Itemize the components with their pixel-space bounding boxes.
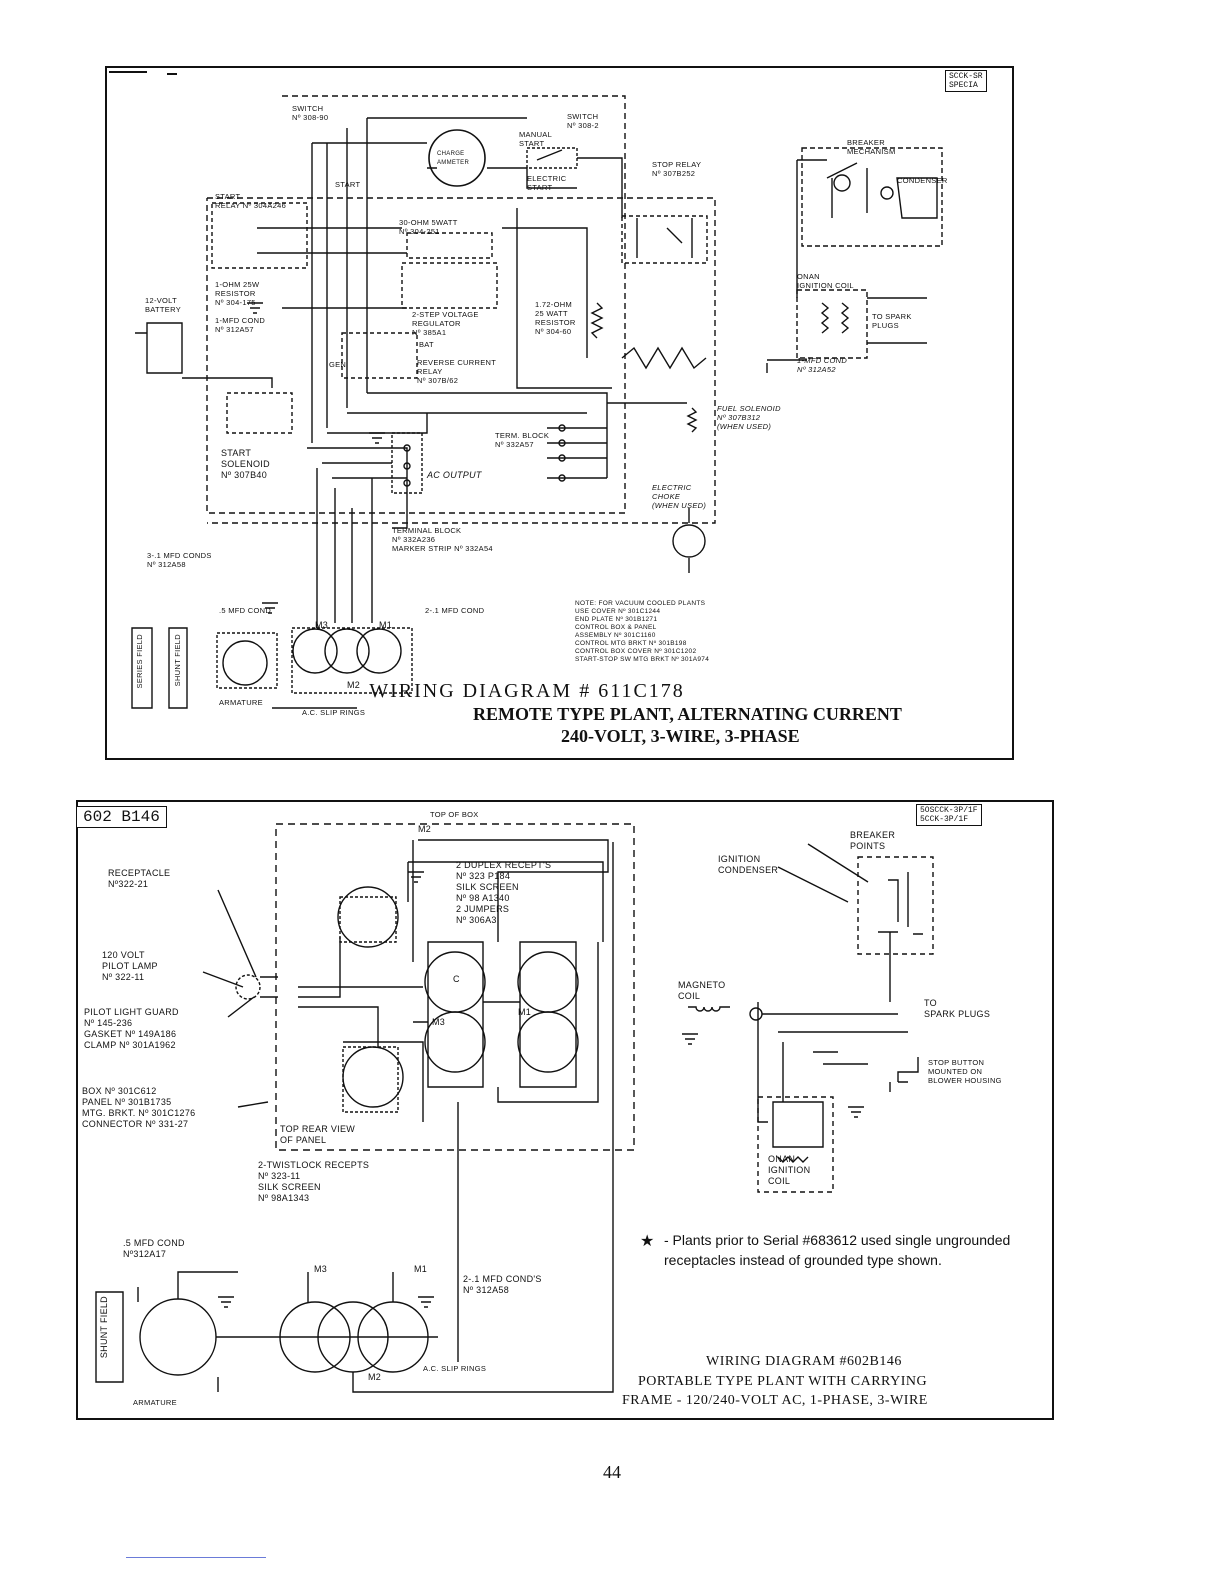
wiring-diagram-602b146: 602 B146 5OSCCK-3P/1F 5CCK-3P/1F TOP OF … bbox=[76, 800, 1054, 1420]
m3-receptacle-label: M3 bbox=[432, 1017, 446, 1027]
stop-relay-label: STOP RELAY Nº 307B252 bbox=[652, 160, 702, 178]
stop-button-label: STOP BUTTON MOUNTED ON BLOWER HOUSING bbox=[928, 1058, 1002, 1085]
two-mfd-conds-label: 2-.1 MFD COND'S Nº 312A58 bbox=[463, 1274, 542, 1295]
pilot-light-guard-label: PILOT LIGHT GUARD Nº 145-236 GASKET Nº 1… bbox=[84, 1007, 179, 1050]
fuel-solenoid-label: FUEL SOLENOID Nº 307B312 (WHEN USED) bbox=[717, 404, 781, 431]
corner-reference: SCCK-SR SPECIA bbox=[945, 70, 987, 92]
start-label: START bbox=[335, 180, 361, 189]
condensers-3-label: 3-.1 MFD CONDS Nº 312A58 bbox=[147, 551, 212, 569]
shunt-field-label: SHUNT FIELD bbox=[99, 1296, 109, 1359]
page-number: 44 bbox=[603, 1462, 621, 1482]
manual-start-label: MANUAL START bbox=[519, 130, 553, 148]
terminal-block-label: TERM. BLOCK Nº 332A57 bbox=[495, 431, 550, 449]
wiring-diagram-611c178: SCCK-SR SPECIA SWITCH Nº 308-90 SWITCH N… bbox=[105, 66, 1014, 760]
resistor-172-ohm-label: 1.72-OHM 25 WATT RESISTOR Nº 304-60 bbox=[535, 300, 576, 336]
footer-rule bbox=[126, 1557, 266, 1558]
battery-label: 12-VOLT BATTERY bbox=[145, 296, 181, 314]
ignition-condenser-label: 1-MFD COND Nº 312A52 bbox=[797, 356, 848, 374]
onan-ignition-coil-label: ONAN IGNITION COIL bbox=[768, 1154, 811, 1186]
voltage-regulator-label: 2-STEP VOLTAGE REGULATOR Nº 385A1 bbox=[412, 310, 479, 337]
two-mfd-cond-label: 2-.1 MFD COND bbox=[425, 606, 485, 615]
half-mfd-cond-label: .5 MFD COND Nº312A17 bbox=[123, 1238, 185, 1259]
bottom-caption-line-2: PORTABLE TYPE PLANT WITH CARRYING bbox=[638, 1374, 928, 1389]
half-mfd-cond-label: .5 MFD COND bbox=[219, 606, 272, 615]
shunt-field-label: SHUNT FIELD bbox=[173, 634, 182, 687]
condenser-1-mfd-label: 1-MFD COND Nº 312A57 bbox=[215, 316, 266, 334]
terminal-block-2-label: TERMINAL BLOCK Nº 332A236 MARKER STRIP N… bbox=[392, 526, 493, 553]
pilot-lamp-label: 120 VOLT PILOT LAMP Nº 322-11 bbox=[102, 950, 158, 982]
resistor-30-ohm-label: 30-OHM 5WATT Nº 304-251 bbox=[399, 218, 458, 236]
c-label: C bbox=[453, 974, 460, 984]
ac-slip-rings-label: A.C. SLIP RINGS bbox=[302, 708, 366, 717]
start-relay-label: START RELAY Nº 304A246 bbox=[215, 192, 287, 210]
switch-308-2-label: SWITCH Nº 308-2 bbox=[567, 112, 599, 130]
charge-ammeter-label: CHARGE AMMETER bbox=[437, 151, 470, 166]
electric-choke-label: ELECTRIC CHOKE (WHEN USED) bbox=[652, 483, 707, 510]
m3-label: M3 bbox=[315, 620, 329, 630]
armature-label: ARMATURE bbox=[219, 698, 263, 707]
corner-reference-bottom: 5OSCCK-3P/1F 5CCK-3P/1F bbox=[916, 804, 982, 826]
breaker-mechanism-label: BREAKER MECHANISM bbox=[847, 138, 896, 156]
diagram-id-label: 602 B146 bbox=[76, 806, 167, 828]
start-solenoid-label: START SOLENOID Nº 307B40 bbox=[221, 448, 270, 480]
bottom-caption-line-3: FRAME - 120/240-VOLT AC, 1-PHASE, 3-WIRE bbox=[622, 1393, 928, 1408]
m3-bottom-label: M3 bbox=[314, 1264, 328, 1274]
gen-label: GEN bbox=[329, 360, 347, 369]
to-spark-plugs-label: TO SPARK PLUGS bbox=[872, 312, 912, 330]
ac-slip-rings-label: A.C. SLIP RINGS bbox=[423, 1364, 487, 1373]
onan-ignition-coil-label: ONAN IGNITION COIL bbox=[797, 272, 854, 290]
m2-bottom-label: M2 bbox=[368, 1372, 382, 1382]
top-rear-view-label: TOP REAR VIEW OF PANEL bbox=[280, 1124, 356, 1145]
duplex-receptacles-label: 2 DUPLEX RECEPT'S Nº 323 P184 SILK SCREE… bbox=[456, 860, 552, 925]
m1-bottom-label: M1 bbox=[414, 1264, 428, 1274]
armature-label: ARMATURE bbox=[133, 1398, 177, 1407]
star-icon: ★ bbox=[640, 1233, 655, 1250]
twistlock-receptacles-label: 2-TWISTLOCK RECEPTS Nº 323-11 SILK SCREE… bbox=[258, 1160, 370, 1203]
series-field-label: SERIES FIELD bbox=[135, 634, 144, 689]
reverse-current-relay-label: REVERSE CURRENT RELAY Nº 307B/62 bbox=[417, 358, 497, 385]
wiring-schematic-top bbox=[109, 71, 943, 709]
resistor-1-ohm-label: 1-OHM 25W RESISTOR Nº 304-175 bbox=[215, 280, 260, 307]
receptacle-label: RECEPTACLE Nº322-21 bbox=[108, 868, 171, 889]
caption-line-1-text: WIRING DIAGRAM # 611C178 bbox=[369, 680, 685, 702]
caption-line-2: REMOTE TYPE PLANT, ALTERNATING CURRENT bbox=[473, 704, 902, 724]
switch-308-90-label: SWITCH Nº 308-90 bbox=[292, 104, 329, 122]
ignition-condenser-label: IGNITION CONDENSER bbox=[718, 854, 779, 875]
bottom-caption-line-1: WIRING DIAGRAM #602B146 bbox=[706, 1354, 902, 1369]
m1-receptacle-label: M1 bbox=[518, 1007, 532, 1017]
electric-start-label: ELECTRIC START bbox=[527, 174, 567, 192]
m2-top-label: M2 bbox=[418, 824, 432, 834]
caption-line-3: 240-VOLT, 3-WIRE, 3-PHASE bbox=[561, 726, 800, 746]
to-spark-plugs-label: TO SPARK PLUGS bbox=[924, 998, 991, 1019]
top-of-box-label: TOP OF BOX bbox=[430, 810, 479, 819]
wiring-schematic-bottom bbox=[95, 823, 934, 1393]
m2-label: M2 bbox=[347, 680, 361, 690]
condenser-label: CONDENSER bbox=[897, 176, 948, 185]
box-panel-label: BOX Nº 301C612 PANEL Nº 301B1735 MTG. BR… bbox=[82, 1086, 196, 1129]
breaker-points-label: BREAKER POINTS bbox=[850, 830, 896, 851]
vacuum-cooled-note: NOTE: FOR VACUUM COOLED PLANTS USE COVER… bbox=[575, 600, 710, 663]
magneto-coil-label: MAGNETO COIL bbox=[678, 980, 726, 1001]
ac-output-label: AC OUTPUT bbox=[427, 470, 482, 480]
bat-label: BAT bbox=[419, 340, 434, 349]
serial-note: - Plants prior to Serial #683612 used si… bbox=[664, 1232, 1011, 1268]
m1-label: M1 bbox=[379, 620, 393, 630]
